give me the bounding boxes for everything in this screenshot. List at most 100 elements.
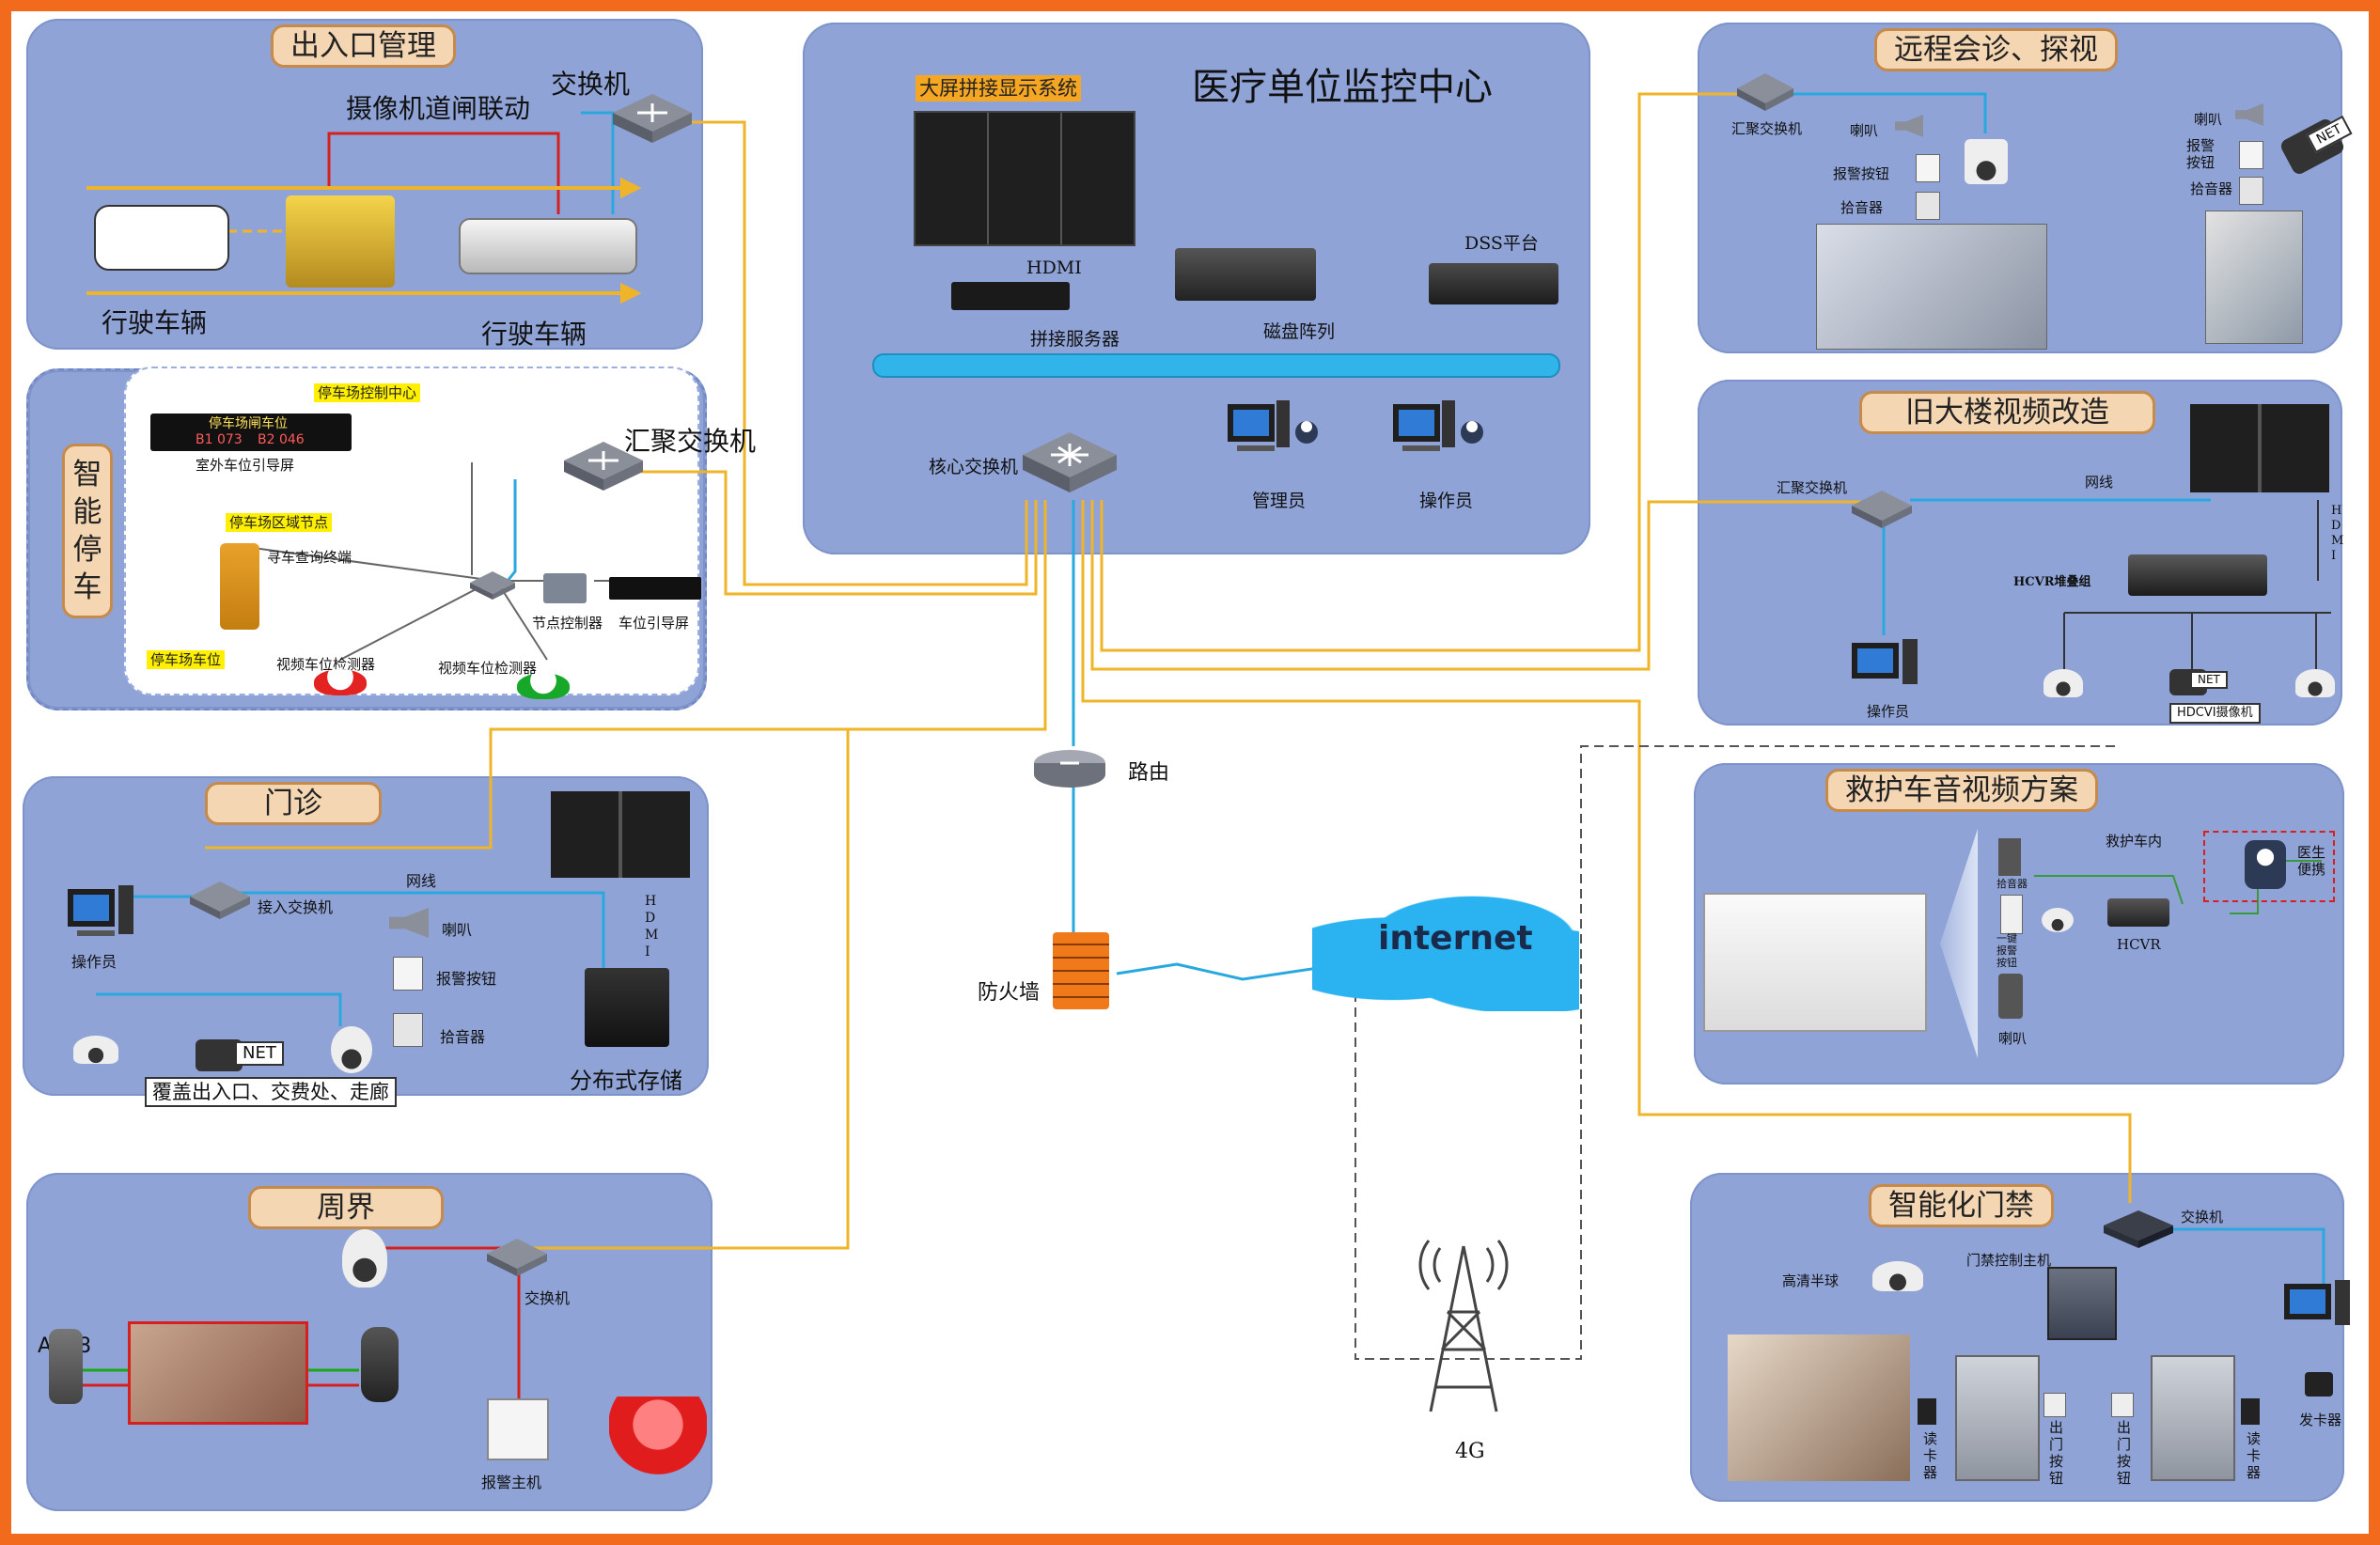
access-controller-icon (2047, 1267, 2117, 1340)
storage-label: 分布式存储 (570, 1068, 682, 1094)
reader-b-label: 读卡器 (2247, 1430, 2262, 1481)
exit-button-a-icon (2043, 1393, 2066, 1417)
disk-array-icon (1175, 248, 1316, 301)
meeting-photo (1816, 224, 2047, 350)
splice-server-label: 拼接服务器 (1030, 329, 1120, 350)
link-firewall-internet (1116, 962, 1319, 981)
outpatient-network-label: 网线 (406, 872, 437, 890)
ambulance-hcvr-label: HCVR (2117, 936, 2161, 953)
outpatient-video-wall (551, 791, 690, 878)
link-parking-core (641, 470, 1038, 596)
outpatient-pickup-icon (393, 1013, 423, 1047)
bus-bar (872, 353, 1560, 378)
alarm-host-label: 报警主机 (481, 1474, 542, 1491)
internet-cloud (1312, 895, 1579, 1011)
outpatient-operator-label: 操作员 (71, 953, 117, 971)
access-switch-icon (190, 882, 250, 919)
perimeter-detector-icon (361, 1327, 399, 1402)
router-icon (1032, 744, 1107, 791)
dss-label: DSS平台 (1464, 233, 1539, 254)
link-entrance-core (688, 120, 1028, 586)
outpatient-speaker-label: 喇叭 (442, 921, 473, 939)
remote-pickup-b-icon (2239, 177, 2263, 205)
link-access-pc (2173, 1227, 2325, 1286)
perimeter-switch-icon (487, 1239, 547, 1276)
parking-agg-switch-label: 汇聚交换机 (624, 426, 757, 457)
access-switch-icon (2104, 1210, 2173, 1248)
parking-agg-switch-icon (564, 442, 643, 491)
old-operator-label: 操作员 (1867, 703, 1910, 720)
access-pc-icon (2280, 1276, 2361, 1333)
outpatient-title: 门诊 (205, 782, 382, 825)
parking-node-switch (470, 571, 515, 600)
old-network-label: 网线 (2085, 474, 2114, 491)
parking-space-label: 停车场车位 (147, 650, 226, 669)
ambulance-speaker-icon (1998, 974, 2023, 1019)
parking-title: 智能停车 (62, 444, 113, 618)
screen-b1: B1 073 (196, 432, 243, 447)
remote-alarm-b-label: 报警按钮 (2186, 137, 2216, 171)
dss-server-icon (1429, 263, 1558, 304)
ambulance-dome-icon (2042, 908, 2074, 932)
access-controller-label: 门禁控制主机 (1966, 1252, 2052, 1269)
link-outpatient-core (205, 500, 1047, 850)
operator-label: 操作员 (1419, 491, 1474, 511)
exit-button-b-label: 出门按钮 (2117, 1419, 2132, 1487)
link-remote-row (1771, 92, 1987, 133)
remote-alarm-a-icon (1916, 154, 1940, 182)
barrier-gate-icon (286, 195, 395, 288)
access-title: 智能化门禁 (1869, 1184, 2054, 1227)
detector-a-label: 视频车位检测器 (276, 656, 376, 673)
access-dome-label: 高清半球 (1782, 1272, 1840, 1289)
connection-lines (77, 92, 2331, 1402)
link-remote-core (1100, 92, 1739, 652)
center-title: 医疗单位监控中心 (1192, 66, 1493, 109)
hdcvi-camera-label: HDCVI摄像机 (2169, 703, 2261, 724)
camera-gate-label: 摄像机道闸联动 (346, 93, 531, 124)
doctor-dashed-box (2203, 831, 2335, 902)
lpr-camera-icon (459, 218, 637, 274)
link-outpatient-net (227, 891, 605, 968)
entrance-title: 出入口管理 (271, 24, 456, 68)
exit-button-b-icon (2111, 1393, 2134, 1417)
admin-label: 管理员 (1252, 491, 1307, 511)
detector-b-label: 视频车位检测器 (438, 660, 538, 677)
exit-button-a-label: 出门按钮 (2049, 1419, 2064, 1487)
old-video-wall (2190, 404, 2329, 492)
alarm-host-icon (487, 1398, 549, 1460)
remote-speaker-b-label: 喇叭 (2194, 111, 2223, 128)
doctor-avatar-icon (2245, 840, 2286, 889)
disk-array-label: 磁盘阵列 (1263, 321, 1336, 342)
siren-icon (609, 1397, 707, 1490)
entrance-switch-icon (613, 94, 692, 143)
remote-dome-icon (1965, 139, 2008, 184)
remote-title: 远程会诊、探视 (1874, 28, 2118, 71)
car-icon (94, 205, 229, 271)
ward-photo (2205, 211, 2303, 344)
ambulance-speaker-label: 喇叭 (1998, 1030, 2028, 1047)
old-pc-icon (1848, 635, 1929, 692)
remote-pickup-a-label: 拾音器 (1840, 199, 1884, 216)
turnstile-a-icon (1955, 1355, 2040, 1481)
old-net-badge: NET (2190, 671, 2228, 689)
card-issuer-label: 发卡器 (2299, 1412, 2342, 1428)
outpatient-pickup-label: 拾音器 (440, 1028, 486, 1046)
outpatient-net-badge: NET (235, 1041, 284, 1066)
outpatient-alarm-button-icon (393, 957, 423, 991)
node-controller-label: 节点控制器 (532, 615, 603, 632)
old-dome-b-icon (2295, 669, 2335, 697)
reader-a-icon (1918, 1398, 1936, 1425)
firewall-icon (1053, 932, 1109, 1009)
access-dome-icon (1872, 1261, 1923, 1291)
mobile-label: 4G (1455, 1440, 1485, 1463)
core-switch-label: 核心交换机 (929, 457, 1019, 477)
old-building-title: 旧大楼视频改造 (1859, 391, 2155, 434)
admin-workstation-icon (1209, 387, 1322, 462)
old-dome-a-icon (2043, 669, 2083, 697)
video-wall-icon (914, 111, 1135, 246)
link-entrance-cam (581, 111, 615, 214)
outpatient-pc-icon (64, 880, 145, 942)
internet-label: internet (1378, 919, 1533, 958)
outpatient-dome-icon (73, 1036, 118, 1064)
